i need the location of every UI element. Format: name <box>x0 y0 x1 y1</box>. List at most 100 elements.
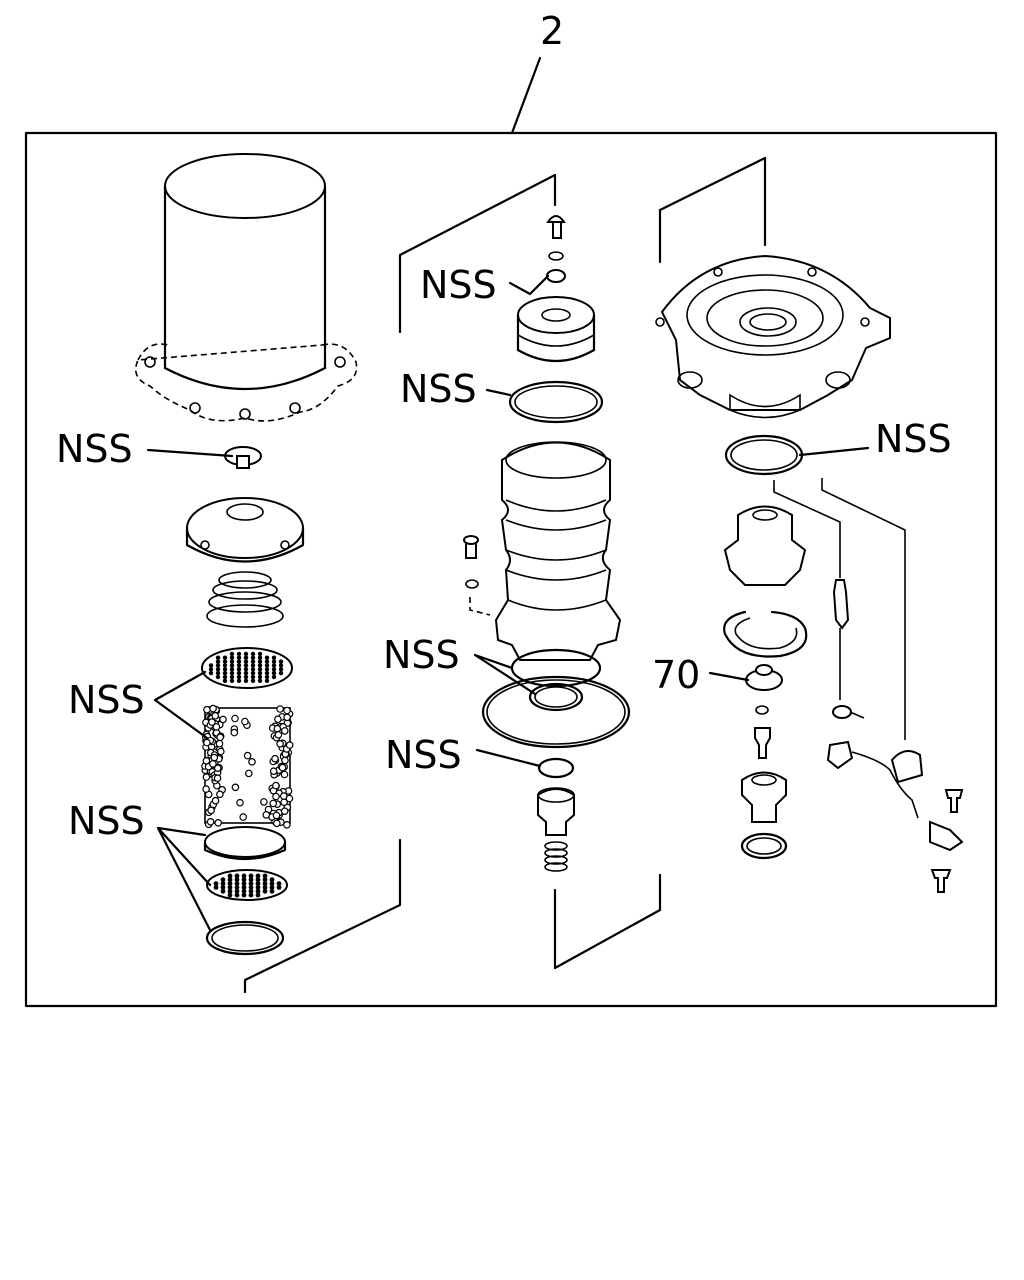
perforation-hole <box>234 881 240 886</box>
perforation-hole <box>222 655 228 660</box>
perforation-hole <box>262 885 268 890</box>
perforation-hole <box>220 885 226 890</box>
callout-nss-top-middle[interactable]: NSS <box>420 263 497 307</box>
perforation-hole <box>236 655 242 660</box>
perforation-hole <box>262 881 268 886</box>
callout-nss-left-mid[interactable]: NSS <box>68 678 145 722</box>
perforation-hole <box>278 659 284 664</box>
perforation-hole <box>255 873 261 879</box>
callout-nss-left-bottom[interactable]: NSS <box>68 799 145 843</box>
perforation-hole <box>229 651 235 657</box>
desiccant-bead <box>280 770 289 779</box>
perforation-hole <box>208 670 214 676</box>
perforation-hole <box>264 674 270 680</box>
perforation-hole <box>269 885 275 890</box>
desiccant-bead <box>272 811 281 820</box>
desiccant-bead <box>216 790 224 799</box>
desiccant-bead <box>281 756 289 765</box>
perforation-hole <box>234 892 240 898</box>
perforation-hole <box>234 877 240 883</box>
callout-nss-right[interactable]: NSS <box>875 417 952 461</box>
perforation-hole <box>227 888 233 894</box>
desiccant-bead <box>243 751 252 760</box>
perforation-hole <box>227 877 233 883</box>
o-ring-bottom <box>537 757 575 779</box>
perforation-hole <box>250 655 256 660</box>
desiccant-bead <box>208 718 216 726</box>
column-bracket-right-top <box>658 156 767 264</box>
bolt <box>754 727 771 759</box>
perforation-hole <box>222 663 228 668</box>
perforation-hole <box>227 885 233 890</box>
desiccant-bead <box>212 723 221 731</box>
perforation-hole <box>236 651 242 657</box>
desiccant-bead <box>202 773 211 781</box>
desiccant-bead <box>262 811 271 819</box>
perforation-hole <box>222 674 228 680</box>
desiccant-bead <box>285 741 294 749</box>
perforation-hole <box>215 655 221 660</box>
perforation-hole <box>227 873 233 879</box>
assembly-number-label[interactable]: 2 <box>540 9 564 53</box>
nut-small <box>546 269 566 283</box>
seal-ring-bottom <box>205 920 285 956</box>
perforation-hole <box>243 674 249 680</box>
perforation-hole <box>243 678 249 683</box>
desiccant-bead <box>269 767 278 776</box>
desiccant-bead <box>278 763 287 772</box>
desiccant-bead <box>219 715 227 724</box>
callout-part-70[interactable]: 70 <box>652 653 700 697</box>
desiccant-bead <box>241 717 249 726</box>
perforation-hole <box>278 670 284 676</box>
perforation-hole <box>236 674 242 680</box>
perforation-hole <box>248 873 254 879</box>
diaphragm-ring <box>481 675 631 749</box>
desiccant-bead <box>260 798 268 806</box>
o-ring-housing <box>724 434 804 476</box>
perforation-hole <box>250 667 256 672</box>
desiccant-bead <box>206 817 215 826</box>
perforation-hole <box>276 885 282 890</box>
callout-nss-middle-bottom[interactable]: NSS <box>385 733 462 777</box>
perforation-hole <box>208 667 214 672</box>
desiccant-bead <box>273 724 282 733</box>
desiccant-bead <box>202 785 210 793</box>
screw-right-1 <box>944 789 964 813</box>
callout-nss-upper-middle[interactable]: NSS <box>400 367 477 411</box>
desiccant-bead <box>236 798 244 807</box>
perforation-hole <box>264 670 270 676</box>
perforation-hole <box>250 651 256 657</box>
perforation-hole <box>241 892 247 898</box>
desiccant-bead <box>269 799 278 808</box>
desiccant-bead <box>280 727 289 735</box>
callout-nss-middle-lower[interactable]: NSS <box>383 633 460 677</box>
desiccant-bead <box>283 706 291 715</box>
perforation-hole <box>271 670 277 676</box>
perforation-hole <box>243 655 249 660</box>
perforation-hole <box>269 881 275 886</box>
perforation-hole <box>213 885 219 890</box>
perforation-hole <box>278 663 284 668</box>
perforation-hole <box>229 670 235 676</box>
desiccant-bead <box>283 820 291 829</box>
perforation-hole <box>278 667 284 672</box>
perforation-hole <box>257 655 263 660</box>
ring-terminal <box>832 705 852 719</box>
o-ring-upper <box>508 380 604 424</box>
perforation-hole <box>271 663 277 668</box>
perforation-hole <box>243 667 249 672</box>
perforation-hole <box>255 888 261 894</box>
valve-body-group <box>398 173 662 970</box>
perforation-hole <box>276 881 282 886</box>
valve-stem <box>537 788 575 836</box>
perforation-hole <box>229 663 235 668</box>
perforation-hole <box>236 659 242 664</box>
perforation-hole <box>271 674 277 680</box>
desiccant-bead <box>211 711 220 720</box>
desiccant-bead <box>245 769 253 778</box>
perforation-hole <box>250 678 256 683</box>
fitting <box>741 771 787 823</box>
spring-coil <box>206 571 284 628</box>
callout-nss-left-top[interactable]: NSS <box>56 427 133 471</box>
desiccant-bead <box>214 818 223 827</box>
